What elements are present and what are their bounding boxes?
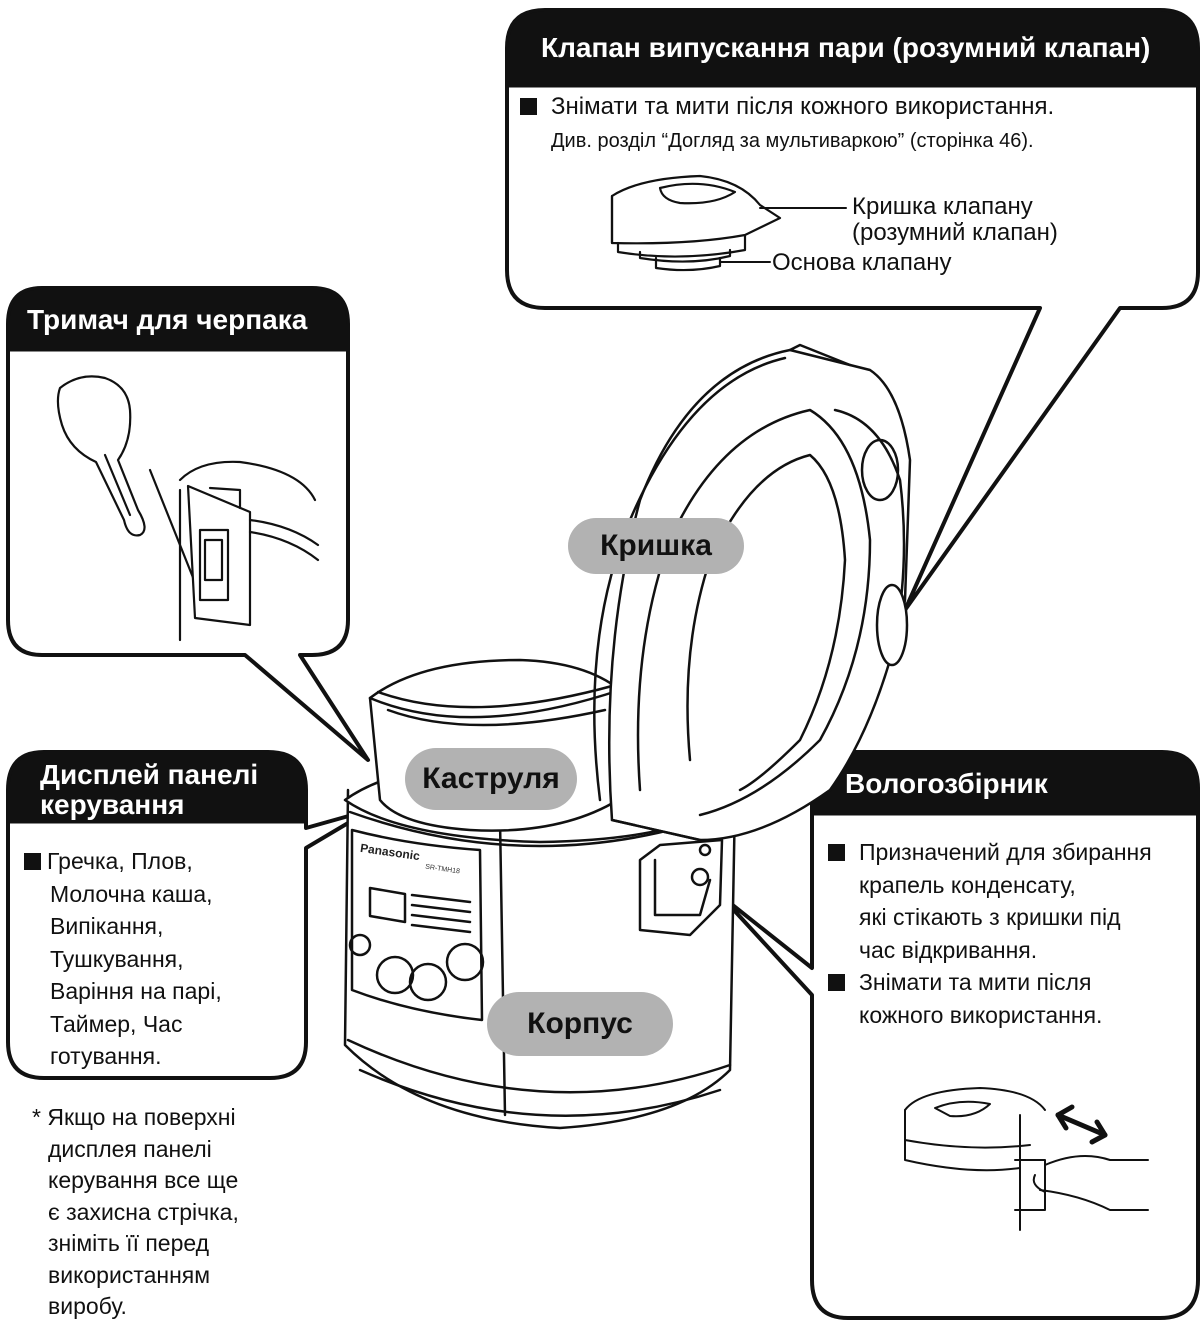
note-line: використанням bbox=[48, 1261, 211, 1288]
display-list-item: Варіння на парі, bbox=[50, 978, 222, 1004]
condensation-list-item: які стікають з кришки під bbox=[859, 904, 1121, 930]
condensation-list-item: час відкривання. bbox=[859, 936, 1038, 963]
note-line: є захисна стрічка, bbox=[48, 1198, 239, 1225]
display-list-item: Випікання, bbox=[50, 913, 164, 939]
ladle-box-title: Тримач для черпака bbox=[27, 304, 308, 335]
valve-box-title: Клапан випускання пари (розумний клапан) bbox=[541, 32, 1151, 63]
lid-label: Кришка bbox=[568, 518, 744, 574]
pot-label: Каструля bbox=[405, 748, 577, 810]
bullet-square-icon bbox=[828, 974, 845, 991]
note-line: зніміть її перед bbox=[48, 1230, 210, 1256]
note-line: керування все ще bbox=[48, 1167, 239, 1193]
note-line: * Якщо на поверхні bbox=[32, 1104, 236, 1130]
display-list-item: Тушкування, bbox=[50, 945, 184, 972]
valve-reference-line: Див. розділ “Догляд за мультиваркою” (ст… bbox=[551, 130, 1034, 152]
ladle-title-bar bbox=[6, 286, 350, 352]
protective-film-note: * Якщо на поверхні дисплея панелі керува… bbox=[32, 1102, 239, 1323]
note-line: дисплея панелі bbox=[48, 1135, 212, 1162]
condensation-list-item: Знімати та мити після bbox=[828, 966, 1152, 999]
ladle-drawing bbox=[56, 375, 320, 642]
valve-title-bar bbox=[505, 8, 1200, 88]
condensation-list-item: Призначений для збирання bbox=[828, 836, 1152, 869]
bullet-square-icon bbox=[24, 853, 41, 870]
valve-cap-drawing bbox=[610, 174, 782, 272]
display-list-item: Таймер, Час bbox=[50, 1010, 183, 1037]
condensation-box-title: Вологозбірник bbox=[845, 768, 1048, 799]
condensation-box-list: Призначений для збирання крапель конденс… bbox=[828, 836, 1152, 1031]
valve-cover-label-2: (розумний клапан) bbox=[852, 219, 1058, 246]
valve-base-label: Основа клапану bbox=[772, 249, 952, 276]
display-list-item: готування. bbox=[50, 1043, 162, 1069]
body-label: Корпус bbox=[487, 992, 673, 1056]
condensation-list-item: кожного використання. bbox=[859, 1001, 1103, 1028]
ladle-callout-frame bbox=[6, 286, 370, 762]
display-list-item: Молочна каша, bbox=[50, 880, 213, 907]
display-list-item: Гречка, Плов, bbox=[24, 845, 222, 878]
display-box-title-2: керування bbox=[40, 789, 185, 820]
display-box-title-1: Дисплей панелі bbox=[40, 759, 259, 790]
valve-cover-label-1: Кришка клапану bbox=[852, 193, 1033, 220]
bullet-square-icon bbox=[828, 844, 845, 861]
condensation-drawing bbox=[904, 1087, 1149, 1231]
valve-instruction-line: Знімати та мити після кожного використан… bbox=[520, 92, 1054, 122]
display-box-list: Гречка, Плов, Молочна каша, Випікання, Т… bbox=[24, 845, 222, 1073]
condensation-list-item: крапель конденсату, bbox=[859, 871, 1076, 898]
bullet-square-icon bbox=[520, 98, 537, 115]
note-line: виробу. bbox=[48, 1293, 127, 1319]
display-title-bar bbox=[6, 750, 308, 824]
